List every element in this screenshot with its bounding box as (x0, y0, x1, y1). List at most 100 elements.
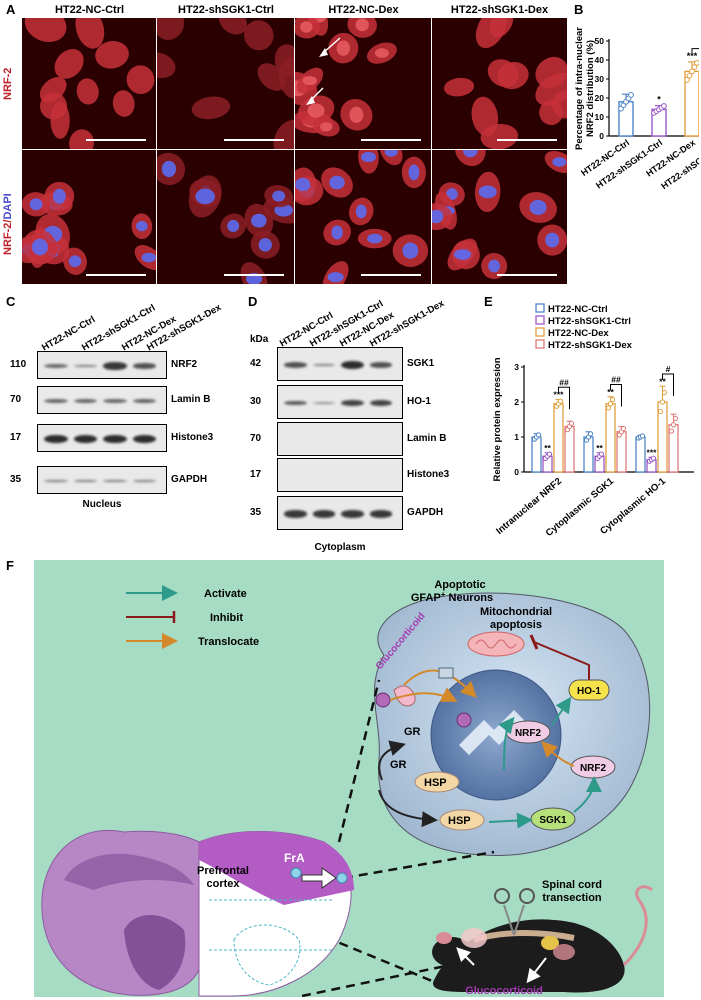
panel_c-protein-4: GAPDH (171, 474, 208, 485)
panel-a-header-3: HT22-NC-Dex (328, 4, 399, 16)
hsp-shape-2 (439, 809, 485, 831)
chart-e-bracket-3 (662, 373, 674, 396)
chart-b-point-1 (628, 92, 634, 98)
panel-d-label: D (248, 294, 258, 309)
chart-e-ytick: 2 (514, 397, 519, 407)
sgk1-label: SGK1 (539, 815, 567, 826)
band (341, 510, 364, 518)
glucocorticoid-molecule-icon (375, 692, 391, 708)
micrograph-r2-c1 (22, 150, 156, 284)
panel_d-caption: Cytoplasm (314, 542, 366, 553)
panel_c-kda-2: 70 (10, 394, 22, 405)
chart-e-ytick: 1 (514, 432, 519, 442)
legend-activate: Activate (204, 588, 247, 600)
hsp-shape-1 (414, 771, 460, 793)
chart-b-ytick: 0 (599, 131, 604, 141)
band (132, 398, 156, 404)
panel_c-blot-3 (37, 424, 167, 452)
panel_d-blot-4 (277, 458, 403, 492)
scale-bar (224, 274, 284, 276)
chart-e-point-g2-s3 (609, 396, 616, 403)
chart-e-ytick: 0 (514, 467, 519, 477)
chart-e-bar-g1-s4 (564, 425, 575, 473)
chart-e-point-g3-s3 (657, 408, 664, 415)
panel-a-header-4: HT22-shSGK1-Dex (450, 4, 549, 16)
scissors-icon (503, 904, 515, 936)
chart-e-bracket-label-2: ## (611, 375, 621, 385)
chart-e-annotation-g2-s3: ** (607, 387, 614, 397)
chart-e-point-g3-s4 (672, 415, 679, 422)
cell-title-c: Neurons (445, 592, 493, 604)
chart-e-legend-4: HT22-shSGK1-Dex (548, 340, 633, 351)
panel_d-kda-2: 30 (250, 396, 262, 407)
nrf2-cyto-label: NRF2 (580, 763, 607, 774)
band (103, 435, 127, 443)
chart-e-point-g2-s2 (598, 451, 605, 457)
panel_c-caption: Nucleus (82, 499, 122, 510)
panel_d-kda-3: 70 (250, 433, 262, 444)
chart-e-annotation-g2-s2: ** (596, 443, 603, 453)
band (341, 361, 364, 369)
chart-e-point-g3-s3 (661, 389, 668, 396)
chart-e-point-g3-s3 (659, 399, 666, 405)
chart-b-annotation-2: * (657, 95, 661, 105)
chart-e-point-g1-s4 (568, 420, 575, 426)
micrograph-r1-c4 (432, 18, 567, 149)
hsp-label-1: HSP (424, 777, 447, 789)
panel_c-blot-4 (37, 466, 167, 494)
legend-inhibit: Inhibit (210, 612, 243, 624)
cell-title-a: Apoptotic (434, 579, 485, 591)
neuron-icon-1 (290, 867, 302, 879)
band (369, 399, 392, 407)
row-label-merge: NRF-2/DAPI (2, 160, 20, 270)
band (73, 399, 97, 403)
gr-label-1: GR (404, 726, 421, 738)
chart-b-point-3 (691, 64, 698, 71)
band (312, 402, 335, 405)
chart-b-point-3 (684, 77, 690, 83)
panel-a-header-1: HT22-NC-Ctrl (54, 4, 125, 16)
panel-a-header-2: HT22-shSGK1-Ctrl (178, 4, 274, 16)
chart-b-point-3 (689, 68, 695, 75)
micrograph-r2-c4 (432, 150, 567, 284)
band (44, 364, 68, 368)
panel-f-label: F (6, 558, 14, 573)
micrograph-r1-c3 (295, 18, 431, 149)
chart-e-ylabel: Relative protein expression (492, 357, 503, 481)
panel-c-label: C (6, 294, 16, 309)
scale-bar (86, 274, 146, 276)
panel_d-blot-3 (277, 422, 403, 456)
band (103, 479, 127, 483)
band (132, 435, 156, 443)
band (44, 435, 68, 443)
band (132, 363, 156, 369)
legend-translocate: Translocate (198, 636, 259, 648)
band (341, 399, 364, 407)
panel_d-protein-1: SGK1 (407, 358, 435, 369)
chart-b-bracket (691, 48, 699, 53)
band (132, 479, 156, 483)
band (73, 479, 97, 483)
chart-e-legend-2: HT22-shSGK1-Ctrl (548, 316, 631, 327)
chart-e-point-g1-s1 (535, 432, 542, 438)
chart-b-ylabel-2: NRF2 distribution (%) (585, 40, 596, 137)
band (103, 399, 127, 403)
dashed-connector-1 (337, 679, 381, 843)
chart-b-ylabel-1: Percentage of intra-nuclear (574, 27, 585, 150)
mouse-tail (622, 885, 653, 967)
band (73, 435, 97, 443)
chart-e-point-g2-s3 (605, 405, 612, 411)
row-label-merge-blue: DAPI (2, 193, 14, 220)
chart-e-point-g2-s1 (587, 431, 594, 437)
band (369, 510, 392, 518)
panel_c-blot-2 (37, 386, 167, 414)
band (284, 400, 307, 406)
panel-e-label: E (484, 294, 493, 309)
chart-e-ytick: 3 (514, 362, 519, 372)
chart-e-legend-swatch-3 (535, 327, 545, 337)
band (103, 362, 127, 370)
panel_d-protein-4: Histone3 (407, 469, 450, 480)
panel_d-kda-5: 35 (250, 507, 262, 518)
chart-e-bar-g1-s1 (531, 436, 542, 473)
